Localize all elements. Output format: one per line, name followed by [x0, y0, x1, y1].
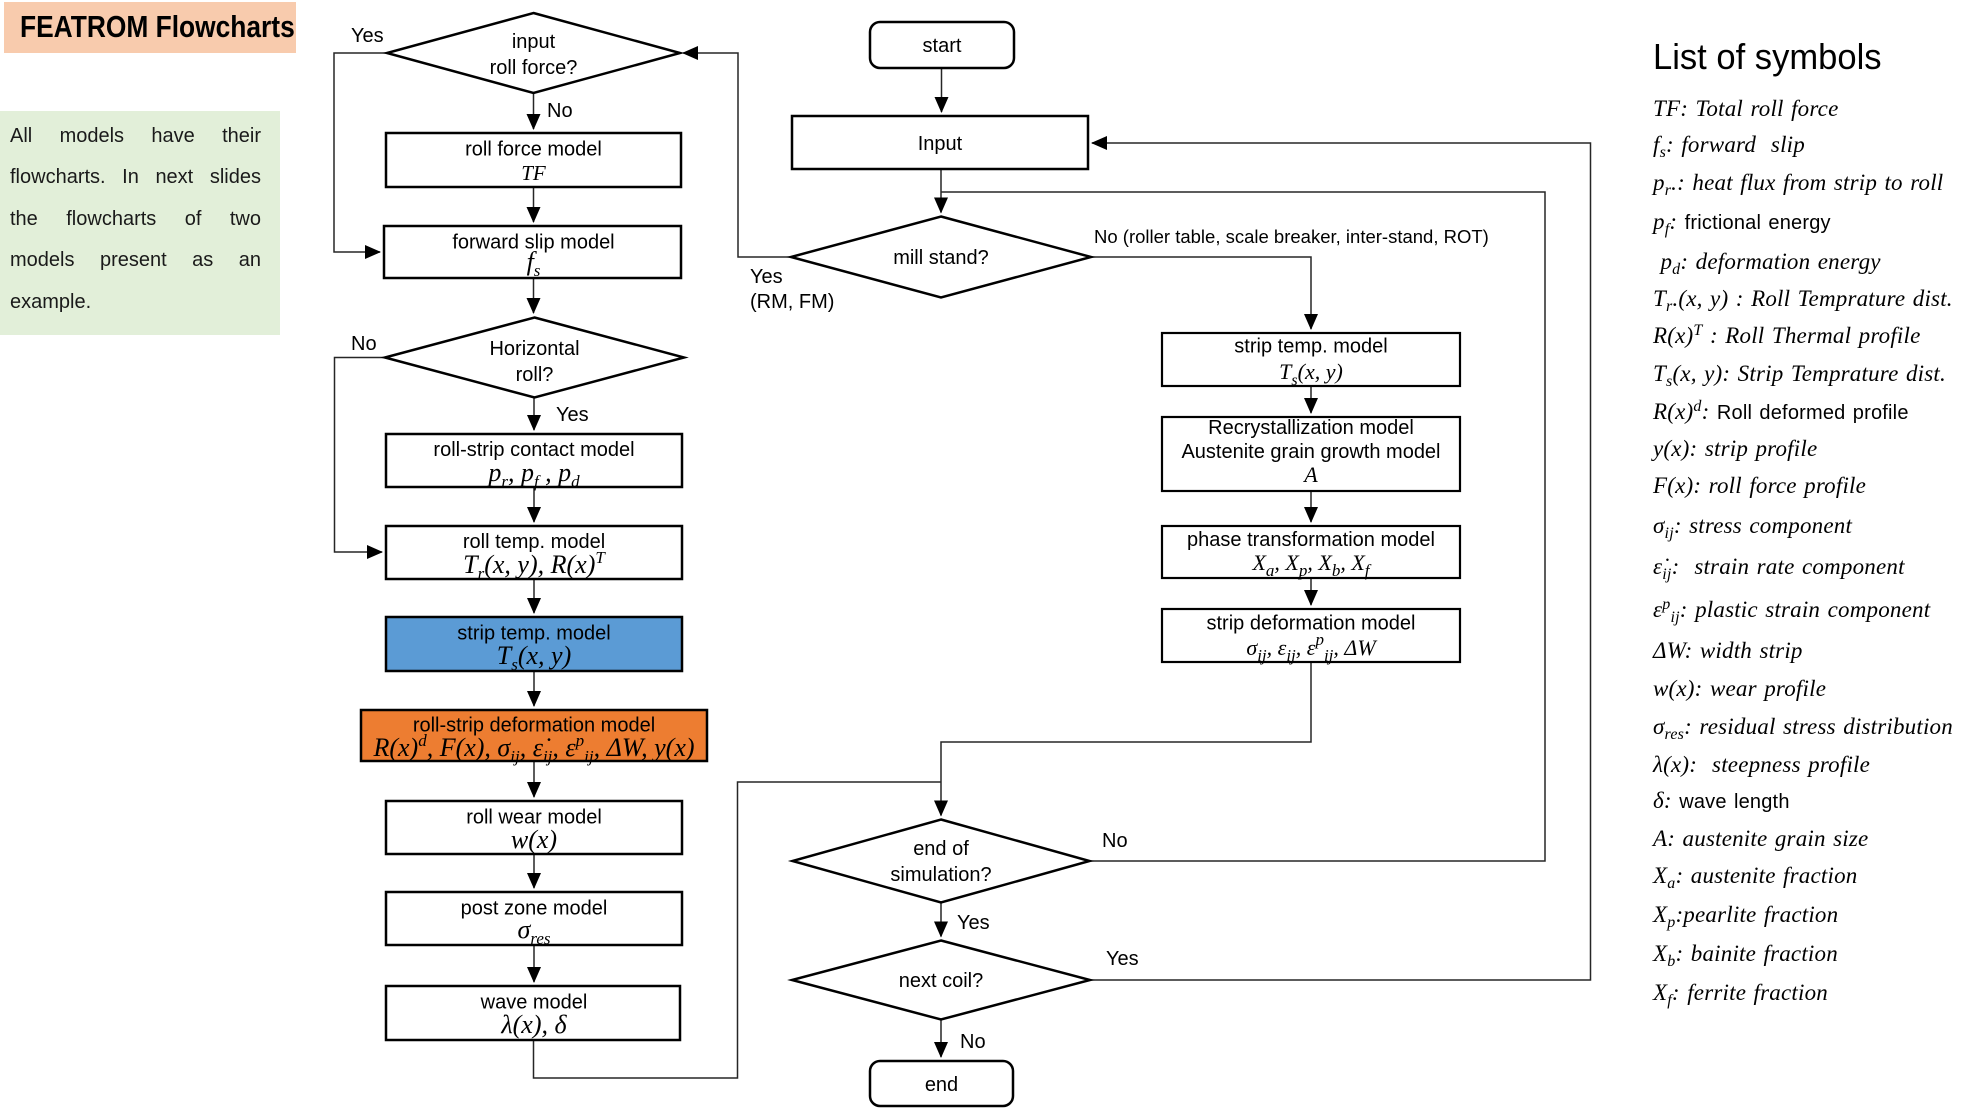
- svg-text:Ts(x, y): Ts(x, y): [497, 641, 572, 674]
- svg-text:w(x): w(x): [511, 825, 557, 854]
- svg-text:roll wear model: roll wear model: [466, 807, 602, 829]
- svg-text:No: No: [351, 333, 377, 355]
- svg-text:Tr(x, y), R(x)T: Tr(x, y), R(x)T: [463, 548, 606, 583]
- svg-text:strip temp. model: strip temp. model: [457, 623, 610, 645]
- svg-text:Input: Input: [918, 133, 963, 155]
- svg-text:No: No: [1102, 830, 1128, 852]
- svg-text:end of: end of: [913, 838, 969, 860]
- svg-text:strip deformation model: strip deformation model: [1207, 613, 1416, 635]
- svg-text:Horizontal: Horizontal: [489, 338, 579, 360]
- svg-text:wave model: wave model: [480, 992, 588, 1014]
- svg-text:forward slip model: forward slip model: [452, 232, 614, 254]
- svg-text:λ(x), δ: λ(x), δ: [500, 1010, 567, 1039]
- svg-text:roll-strip deformation model: roll-strip deformation model: [413, 715, 655, 737]
- svg-text:roll force?: roll force?: [490, 57, 578, 79]
- svg-text:A: A: [1302, 462, 1318, 487]
- svg-text:roll?: roll?: [516, 364, 554, 386]
- svg-text:Yes: Yes: [556, 404, 589, 426]
- svg-text:roll-strip contact model: roll-strip contact model: [433, 439, 634, 461]
- svg-text:next coil?: next coil?: [899, 970, 984, 992]
- svg-text:No: No: [960, 1031, 986, 1053]
- svg-text:roll temp. model: roll temp. model: [463, 531, 605, 553]
- svg-text:strip temp. model: strip temp. model: [1234, 336, 1387, 358]
- svg-text:input: input: [512, 31, 556, 53]
- svg-text:pr, pf , pd: pr, pf , pd: [486, 458, 580, 491]
- svg-text:Yes: Yes: [750, 266, 783, 288]
- svg-text:(RM, FM): (RM, FM): [750, 291, 834, 313]
- svg-text:Yes: Yes: [957, 912, 990, 934]
- svg-text:end: end: [925, 1074, 958, 1096]
- svg-text:σij, εij, εpij, ΔW: σij, εij, εpij, ΔW: [1246, 630, 1377, 665]
- svg-text:mill stand?: mill stand?: [893, 247, 989, 269]
- svg-text:No: No: [547, 100, 573, 122]
- svg-text:Austenite grain growth model: Austenite grain growth model: [1181, 441, 1440, 463]
- svg-text:R(x)d, F(x), σij, ε̇ij, εpij,: R(x)d, F(x), σij, ε̇ij, εpij, ΔW, y(x): [372, 731, 694, 766]
- svg-text:TF: TF: [521, 161, 546, 185]
- svg-text:roll force model: roll force model: [465, 139, 602, 161]
- svg-text:phase transformation model: phase transformation model: [1187, 529, 1435, 551]
- svg-text:No (roller table, scale breake: No (roller table, scale breaker, inter-s…: [1094, 226, 1489, 247]
- svg-text:Recrystallization model: Recrystallization model: [1208, 417, 1414, 439]
- svg-text:start: start: [923, 35, 962, 57]
- svg-text:simulation?: simulation?: [890, 864, 991, 886]
- svg-text:Yes: Yes: [1106, 948, 1139, 970]
- svg-text:Yes: Yes: [351, 25, 384, 47]
- svg-text:post zone model: post zone model: [461, 898, 608, 920]
